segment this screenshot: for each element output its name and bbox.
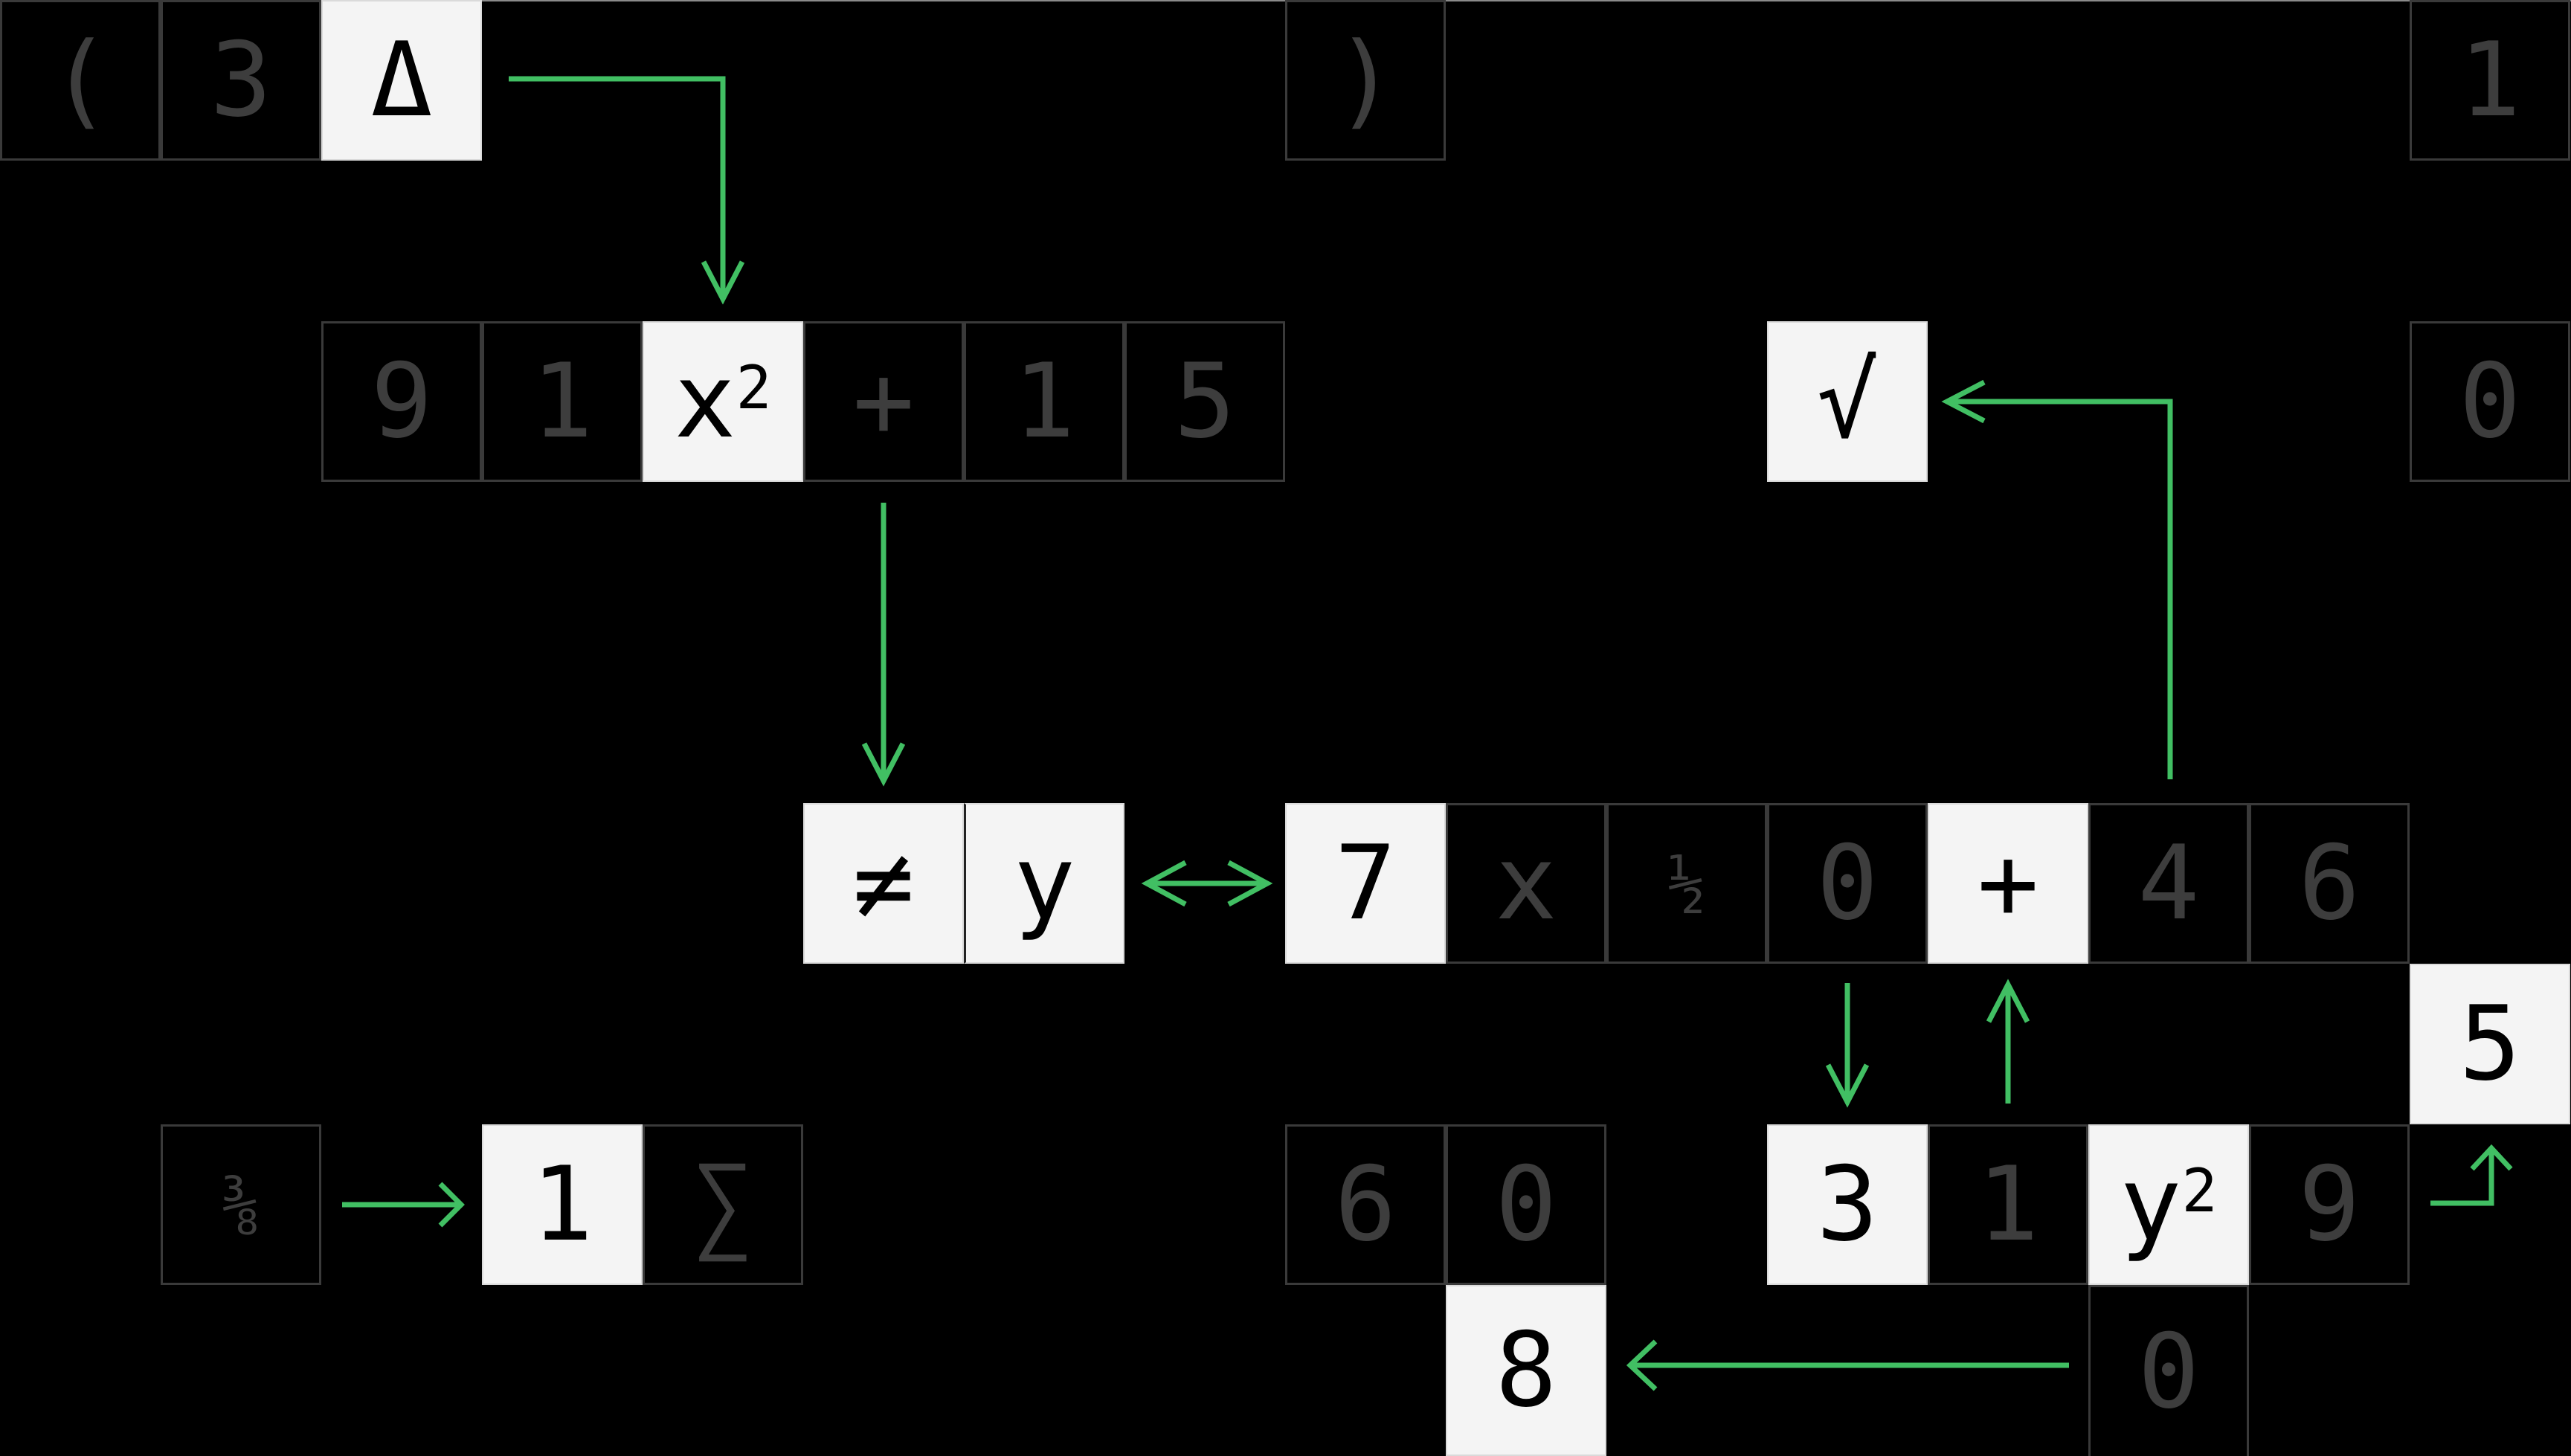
- tile-label: 1: [531, 1144, 593, 1264]
- tile-label: y: [1013, 823, 1076, 943]
- tile-label: 5: [1174, 341, 1236, 461]
- tile-five: 5: [1124, 321, 1285, 482]
- arrow-zero-to-eight: [1626, 1339, 2069, 1391]
- tile-label: +: [852, 341, 915, 461]
- tile-label: 0: [1816, 823, 1879, 943]
- arrow-four-to-sqrt: [1941, 379, 2173, 779]
- tile-label: 4: [2137, 823, 2200, 943]
- tile-label: 1: [1013, 341, 1075, 461]
- tile-label: x: [1495, 823, 1557, 943]
- tile-label: 0: [1495, 1144, 1557, 1264]
- tile-label: 3: [1816, 1144, 1879, 1264]
- tile-nine: 9: [321, 321, 482, 482]
- tile-label: 1: [2459, 20, 2521, 140]
- tile-label: 7: [1334, 823, 1397, 943]
- tile-not-equal: ≠: [803, 803, 964, 964]
- tile-label: 1: [531, 341, 593, 461]
- tile-label: 9: [370, 341, 433, 461]
- arrow-delta-to-x-squared: [509, 76, 745, 305]
- tile-label: ): [1334, 20, 1397, 140]
- tile-label: ∑: [692, 1144, 754, 1264]
- tile-label: √: [1816, 341, 1879, 461]
- tile-label: 1: [1977, 1144, 2039, 1264]
- tile-exponent: 2: [2181, 1156, 2218, 1225]
- tile-three: 3: [1767, 1124, 1928, 1285]
- tile-label: 6: [2298, 823, 2361, 943]
- tile-label: (: [49, 20, 112, 140]
- tile-one: 1: [482, 1124, 643, 1285]
- tile-close-paren: ): [1285, 0, 1446, 161]
- tile-open-paren: (: [0, 0, 161, 161]
- tile-zero: 0: [2410, 321, 2570, 482]
- tile-label: +: [1977, 823, 2039, 943]
- tile-sigma: ∑: [643, 1124, 803, 1285]
- tile-exponent: 2: [736, 353, 772, 422]
- tile-eight: 8: [1446, 1285, 1606, 1456]
- tile-label: ½: [1667, 847, 1706, 920]
- tile-zero: 0: [2088, 1285, 2249, 1456]
- tile-label: ≠: [852, 823, 915, 943]
- tile-sqrt: √: [1767, 321, 1928, 482]
- tile-three-eighths: ⅜: [161, 1124, 321, 1285]
- tile-nine: 9: [2249, 1124, 2410, 1285]
- tile-zero: 0: [1446, 1124, 1606, 1285]
- tile-zero: 0: [1767, 803, 1928, 964]
- arrow-plus-to-not-equal: [861, 503, 906, 787]
- arrow-zero-to-three: [1825, 983, 1870, 1108]
- arrow-three-eighths-to-one: [342, 1182, 465, 1228]
- tile-three: 3: [161, 0, 321, 161]
- tile-label: 0: [2459, 341, 2521, 461]
- arrow-one-to-plus: [1986, 979, 2030, 1104]
- tile-label: 5: [2459, 984, 2521, 1104]
- tile-four: 4: [2088, 803, 2249, 964]
- tile-one: 1: [1928, 1124, 2088, 1285]
- tile-seven: 7: [1285, 803, 1446, 964]
- tile-y: y: [964, 803, 1124, 964]
- tile-six: 6: [2249, 803, 2410, 964]
- tile-label: y: [2120, 1144, 2182, 1264]
- arrow-nine-to-five: [2430, 1144, 2513, 1206]
- tile-label: ⅜: [222, 1168, 260, 1241]
- tile-six: 6: [1285, 1124, 1446, 1285]
- tile-five: 5: [2410, 964, 2570, 1124]
- tile-plus: +: [803, 321, 964, 482]
- tile-label: 9: [2298, 1144, 2361, 1264]
- tile-plus: +: [1928, 803, 2088, 964]
- tile-label: 0: [2137, 1311, 2200, 1431]
- tile-label: 3: [210, 20, 272, 140]
- tile-label: 8: [1495, 1310, 1557, 1430]
- tile-label: x: [674, 341, 736, 461]
- tile-one: 1: [482, 321, 643, 482]
- double-arrow-y-to-seven: [1141, 860, 1273, 907]
- tile-label: Δ: [370, 20, 433, 140]
- tile-one: 1: [2410, 0, 2570, 161]
- tile-one-half: ½: [1606, 803, 1767, 964]
- tile-label: 6: [1334, 1144, 1397, 1264]
- tile-delta: Δ: [321, 0, 482, 161]
- tile-x: x: [1446, 803, 1606, 964]
- tile-one: 1: [964, 321, 1124, 482]
